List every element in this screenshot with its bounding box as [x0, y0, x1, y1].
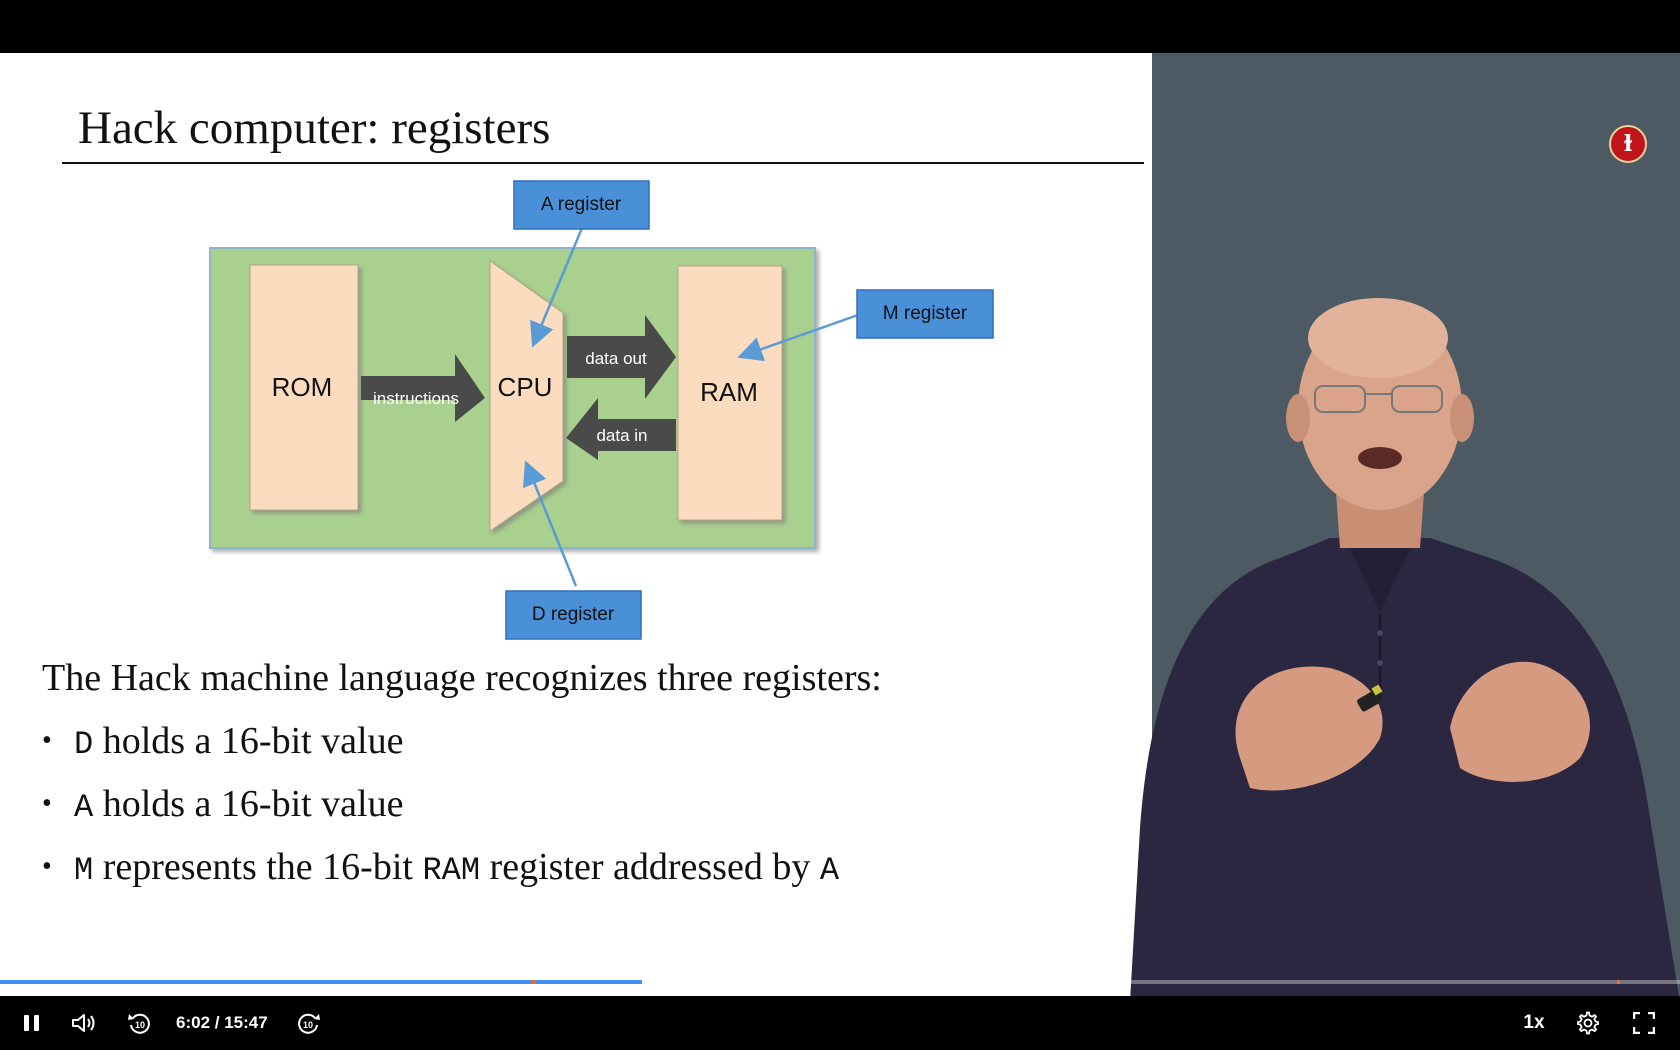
bullet-m-register: • M represents the 16-bit RAM register ad…	[42, 845, 839, 889]
bullet-text: represents the 16-bit	[93, 846, 423, 888]
rom-label: ROM	[272, 372, 333, 402]
forward-10-button[interactable]: 10	[290, 1004, 326, 1042]
seek-bar-played	[0, 980, 642, 984]
bullet-code-a: A	[819, 852, 840, 889]
bullet-a-register: • A holds a 16-bit value	[42, 782, 403, 826]
d-register-callout-label: D register	[532, 604, 615, 625]
fullscreen-icon	[1633, 1012, 1655, 1034]
bullet-dot: •	[42, 788, 52, 819]
data-out-arrow	[567, 315, 676, 399]
data-in-arrow	[566, 398, 676, 460]
instructions-arrow	[361, 354, 485, 422]
hack-computer-diagram: ROM CPU RAM instructions data out data i…	[209, 180, 994, 640]
gear-icon	[1577, 1011, 1599, 1035]
d-register-callout	[505, 590, 642, 640]
volume-icon	[72, 1014, 95, 1032]
forward-10-icon: 10	[298, 1013, 320, 1034]
a-register-callout	[513, 180, 650, 230]
bullet-text: holds a 16-bit value	[93, 783, 404, 825]
slide-title: Hack computer: registers	[78, 102, 551, 154]
cpu-label: CPU	[498, 372, 553, 402]
video-frame[interactable]: Hack computer: registers ROM CPU	[0, 53, 1680, 997]
channel-logo-icon: ɫ	[1609, 125, 1647, 163]
rewind-10-icon: 10	[128, 1013, 150, 1034]
bullet-code: A	[74, 789, 94, 826]
instructions-arrow-label: instructions	[373, 389, 459, 408]
player-controls: 10 6:02 / 15:47 10 1x	[0, 996, 1680, 1050]
playback-speed-button[interactable]: 1x	[1514, 1004, 1554, 1042]
slide-intro-text: The Hack machine language recognizes thr…	[42, 657, 882, 699]
data-in-arrow-label: data in	[596, 426, 647, 445]
pause-button[interactable]	[14, 1004, 50, 1042]
ram-block	[677, 265, 783, 521]
rewind-10-button[interactable]: 10	[122, 1004, 158, 1042]
title-divider	[62, 162, 1144, 164]
m-register-callout	[856, 289, 994, 339]
rom-block	[249, 264, 359, 511]
lecture-slide: Hack computer: registers ROM CPU	[0, 53, 1152, 997]
bullet-text-2: register addressed by	[480, 846, 820, 888]
time-display: 6:02 / 15:47	[176, 1013, 268, 1032]
bullet-code: D	[74, 726, 94, 763]
playback-speed-label: 1x	[1523, 1012, 1545, 1033]
ram-label: RAM	[700, 377, 758, 407]
pause-icon	[24, 1015, 39, 1031]
m-register-pointer	[737, 313, 859, 362]
bullet-dot: •	[42, 851, 52, 882]
m-register-callout-label: M register	[883, 303, 968, 324]
bullet-dot: •	[42, 725, 52, 756]
volume-button[interactable]	[64, 1004, 104, 1042]
svg-text:10: 10	[135, 1020, 145, 1030]
a-register-callout-label: A register	[541, 194, 622, 215]
chapter-marker	[532, 980, 535, 984]
chapter-marker	[1617, 980, 1620, 984]
bullet-d-register: • D holds a 16-bit value	[42, 719, 403, 763]
bullet-text: holds a 16-bit value	[93, 720, 404, 762]
settings-button[interactable]	[1568, 1004, 1608, 1042]
fullscreen-button[interactable]	[1624, 1004, 1664, 1042]
bullet-code: M	[74, 852, 94, 889]
svg-text:10: 10	[303, 1020, 313, 1030]
seek-bar[interactable]	[0, 980, 1680, 984]
bullet-code-ram: RAM	[422, 852, 481, 889]
data-out-arrow-label: data out	[585, 349, 647, 368]
a-register-pointer	[530, 227, 584, 348]
presenter-figure	[1130, 298, 1680, 997]
d-register-pointer	[522, 460, 578, 587]
